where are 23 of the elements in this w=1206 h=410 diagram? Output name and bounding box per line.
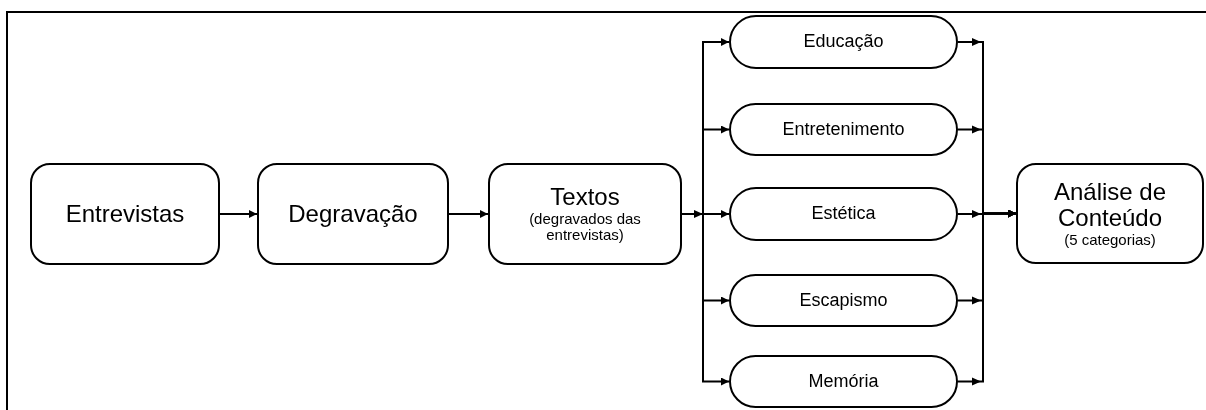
process-box	[30, 163, 220, 265]
process-box	[1016, 163, 1204, 264]
box-title: Memória	[808, 371, 879, 392]
box-title: Textos	[550, 184, 620, 211]
category-box	[729, 103, 958, 156]
category-box	[729, 274, 958, 327]
box-title: Educação	[803, 32, 884, 52]
box-subtitle: (5 categorias)	[1064, 231, 1156, 249]
process-box	[488, 163, 682, 265]
box-title: Entrevistas	[65, 200, 185, 228]
box-title: Entretenimento	[782, 119, 905, 140]
box-title: Escapismo	[799, 290, 888, 311]
arrow	[219, 210, 258, 218]
box-title: Degravação	[288, 200, 418, 228]
category-box	[729, 15, 958, 69]
box-title: Estética	[811, 204, 876, 224]
arrow	[681, 213, 730, 386]
category-box	[729, 187, 958, 241]
arrow	[448, 210, 489, 218]
process-box	[257, 163, 449, 265]
box-title: Análise de Conteúdo	[1052, 178, 1168, 232]
category-box	[729, 355, 958, 408]
box-subtitle: (degravados das entrevistas)	[528, 210, 642, 244]
